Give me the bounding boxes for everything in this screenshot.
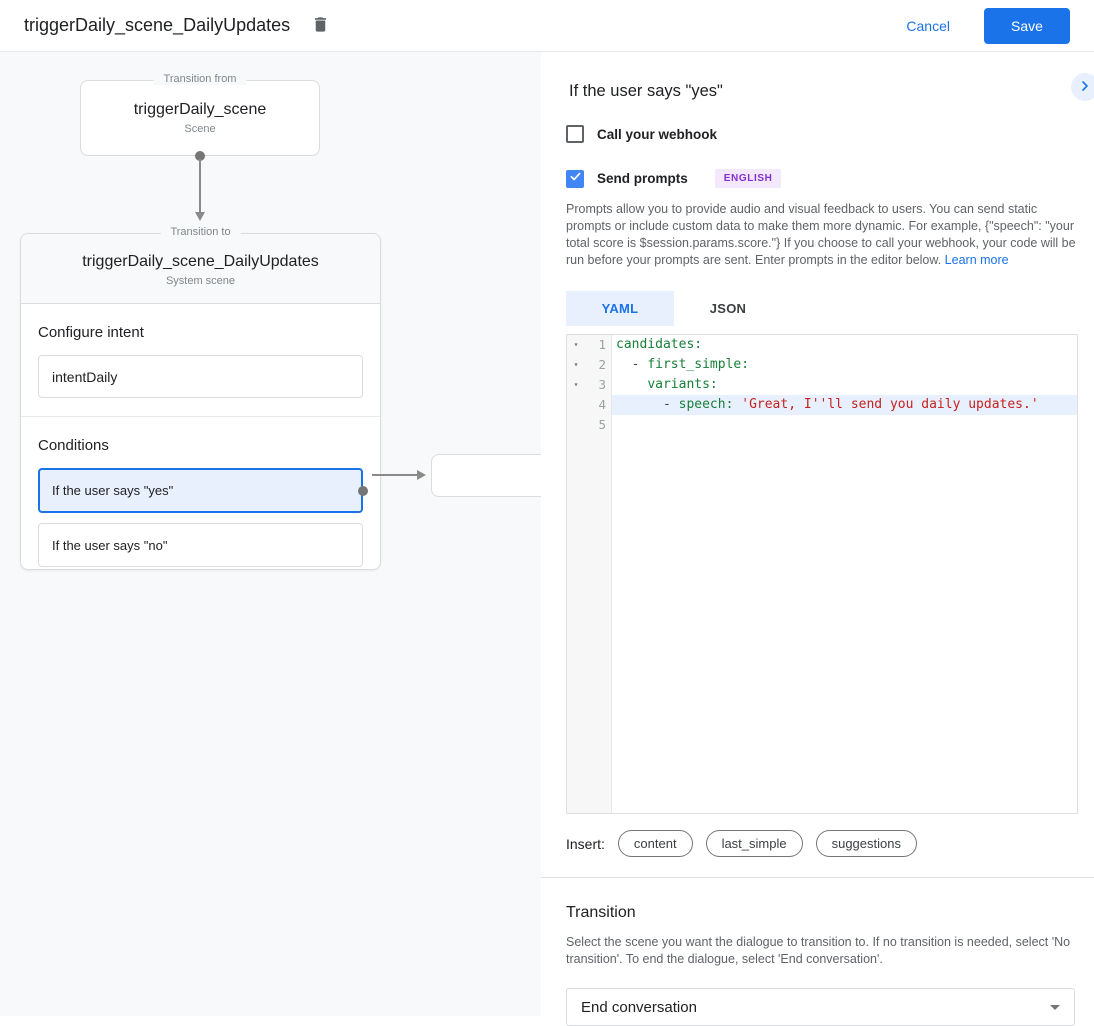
connector-line-vertical [199, 159, 201, 212]
code-line[interactable]: ▾ 3 variants: [567, 375, 1077, 395]
transition-from-scene-type: Scene [184, 123, 216, 135]
delete-scene-button[interactable] [308, 14, 332, 38]
transition-from-scene-name: triggerDaily_scene [133, 101, 267, 118]
insert-chip-last-simple[interactable]: last_simple [705, 830, 803, 857]
insert-row: Insert: content last_simple suggestions [566, 830, 1078, 857]
line-number: 5 [598, 417, 606, 432]
editor-gutter [567, 335, 612, 813]
cancel-button[interactable]: Cancel [906, 17, 950, 34]
code-text: candidates: [612, 335, 1077, 355]
conditions-heading: Conditions [38, 437, 109, 454]
card-divider [21, 416, 380, 417]
line-number: 1 [598, 337, 606, 352]
transition-heading: Transition [566, 904, 636, 921]
arrow-right-icon [417, 470, 426, 480]
insert-chip-suggestions[interactable]: suggestions [815, 830, 917, 857]
fold-toggle-icon [567, 395, 585, 415]
webhook-checkbox[interactable] [566, 125, 584, 143]
connector-dot [358, 485, 368, 496]
condition-item-yes[interactable]: If the user says "yes" [38, 468, 368, 513]
dropdown-caret-icon [1050, 1004, 1060, 1010]
yaml-string: 'Great, I''ll send you daily updates.' [741, 397, 1039, 412]
header-bar: triggerDaily_scene_DailyUpdates Cancel S… [0, 0, 1094, 52]
yaml-punct [616, 377, 647, 392]
yaml-key: speech: [678, 397, 734, 412]
webhook-row: Call your webhook [566, 125, 1078, 143]
arrow-down-icon [195, 212, 205, 221]
code-text: - first_simple: [612, 355, 1077, 375]
yaml-key: variants: [647, 377, 718, 392]
transition-to-card: Transition to triggerDaily_scene_DailyUp… [20, 226, 381, 570]
transition-to-scene-type: System scene [165, 275, 236, 287]
transition-select[interactable]: End conversation [566, 988, 1075, 1026]
transition-to-scene-name: triggerDaily_scene_DailyUpdates [82, 253, 319, 270]
page-title: triggerDaily_scene_DailyUpdates [24, 15, 291, 35]
chevron-right-icon [1077, 78, 1093, 97]
send-prompts-label: Send prompts [597, 171, 688, 186]
fold-toggle-icon [567, 415, 585, 435]
prompt-code-editor[interactable]: ▾ 1 candidates: ▾ 2 - first_simple: ▾ 3 … [566, 334, 1078, 814]
transition-to-header: Transition to triggerDaily_scene_DailyUp… [21, 226, 380, 304]
transition-from-node[interactable]: Transition from triggerDaily_scene Scene [80, 73, 320, 156]
connector-dot [195, 151, 205, 161]
webhook-label: Call your webhook [597, 126, 718, 142]
prompts-description-text: Prompts allow you to provide audio and v… [566, 202, 1076, 267]
section-divider [541, 877, 1094, 878]
send-prompts-checkbox[interactable] [566, 169, 584, 188]
intent-item[interactable]: intentDaily [38, 355, 363, 398]
tab-json[interactable]: JSON [709, 301, 747, 316]
transition-from-label: Transition from [153, 73, 247, 85]
line-number: 2 [598, 357, 606, 372]
prompts-description: Prompts allow you to provide audio and v… [566, 201, 1076, 269]
yaml-punct: - [616, 357, 648, 372]
language-badge: ENGLISH [714, 169, 782, 188]
save-button[interactable]: Save [984, 7, 1070, 44]
condition-target-node[interactable] [431, 454, 541, 497]
fold-toggle-icon[interactable]: ▾ [573, 340, 579, 349]
condition-no-label: If the user says "no" [52, 537, 168, 553]
condition-item-no[interactable]: If the user says "no" [38, 523, 363, 567]
tab-yaml[interactable]: YAML [566, 291, 674, 326]
insert-chip-content[interactable]: content [617, 830, 693, 857]
line-number: 3 [598, 377, 606, 392]
line-number: 4 [598, 397, 606, 412]
learn-more-link[interactable]: Learn more [944, 253, 1009, 267]
code-line-active[interactable]: 4 - speech: 'Great, I''ll send you daily… [567, 395, 1077, 415]
transition-description: Select the scene you want the dialogue t… [566, 935, 1071, 966]
fold-toggle-icon[interactable]: ▾ [573, 380, 579, 389]
code-line[interactable]: ▾ 1 candidates: [567, 335, 1077, 355]
conditions-section: Conditions If the user says "yes" If the… [21, 417, 380, 585]
code-line[interactable]: 5 [567, 415, 1077, 435]
code-text: - speech: 'Great, I''ll send you daily u… [612, 395, 1077, 415]
editor-tabs: YAML JSON [566, 291, 1078, 326]
code-text: variants: [612, 375, 1077, 395]
scene-graph-canvas: Transition from triggerDaily_scene Scene… [0, 52, 541, 1016]
trash-icon [311, 15, 330, 37]
insert-label: Insert: [566, 835, 605, 852]
yaml-key: candidates: [616, 337, 703, 352]
panel-title: If the user says "yes" [569, 82, 723, 100]
code-text [612, 415, 1077, 435]
configure-intent-heading: Configure intent [38, 324, 144, 341]
collapse-panel-button[interactable] [1071, 73, 1094, 101]
connector-line-horizontal [372, 474, 419, 476]
configure-intent-section: Configure intent intentDaily [21, 304, 380, 416]
condition-editor-panel: If the user says "yes" Call your webhook… [541, 52, 1094, 1026]
send-prompts-row: Send prompts ENGLISH [566, 169, 1078, 188]
yaml-key: first_simple: [647, 357, 750, 372]
transition-select-value: End conversation [581, 998, 697, 1016]
code-line[interactable]: ▾ 2 - first_simple: [567, 355, 1077, 375]
yaml-punct: - [616, 397, 679, 412]
transition-to-label: Transition to [160, 226, 241, 238]
condition-yes-label: If the user says "yes" [52, 483, 174, 498]
fold-toggle-icon[interactable]: ▾ [573, 360, 579, 369]
checkmark-icon [569, 170, 582, 188]
